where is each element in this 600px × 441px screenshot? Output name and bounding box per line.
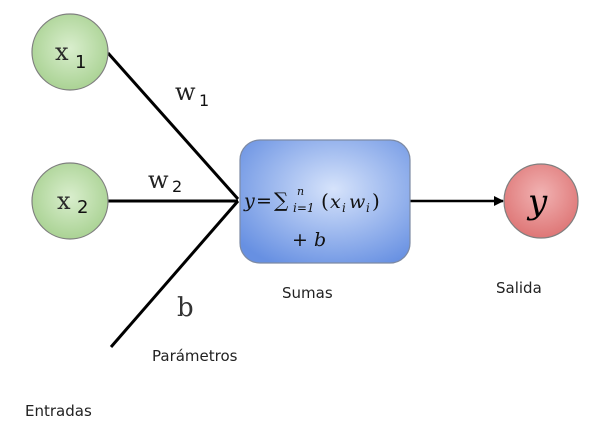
inputs-caption: Entradas (25, 402, 92, 420)
formula-equals: = (256, 190, 272, 212)
input-subscript: 1 (75, 52, 86, 73)
input-label: x (57, 187, 71, 215)
formula-w-sub: i (366, 201, 370, 215)
input-label: x (55, 38, 69, 66)
weight-label: w (175, 78, 196, 106)
weight-subscript: 1 (199, 91, 209, 110)
formula-x-sub: i (342, 201, 346, 215)
formula-close-paren: ) (372, 189, 380, 213)
parameters-caption: Parámetros (152, 347, 238, 365)
formula-lhs: y (243, 190, 255, 212)
formula-x: x (330, 191, 341, 213)
bias-label: b (177, 293, 194, 323)
edge-bias-to-sum (109, 200, 240, 348)
input-subscript: 2 (77, 197, 88, 218)
output-node: y (503, 163, 579, 239)
edge-x1-to-sum (106, 52, 240, 200)
weight-subscript: 2 (172, 177, 182, 196)
sum-caption: Sumas (282, 284, 333, 302)
output-caption: Salida (496, 279, 542, 297)
weight-label-w1: w 1 (175, 78, 209, 110)
formula-sigma-bottom: i=1 (293, 201, 315, 215)
formula-sigma: ∑ (274, 188, 289, 212)
output-label: y (526, 182, 548, 222)
weight-label: w (148, 166, 169, 194)
formula-bias: + b (292, 229, 326, 251)
formula-open-paren: ( (321, 189, 329, 213)
input-node-x1: x 1 (31, 13, 109, 91)
sum-node: y = ∑ n i=1 ( x i w i ) + b (239, 139, 411, 264)
formula-w: w (349, 191, 365, 213)
weight-label-w2: w 2 (148, 166, 182, 196)
formula-sigma-top: n (297, 185, 304, 198)
input-node-x2: x 2 (31, 162, 109, 240)
